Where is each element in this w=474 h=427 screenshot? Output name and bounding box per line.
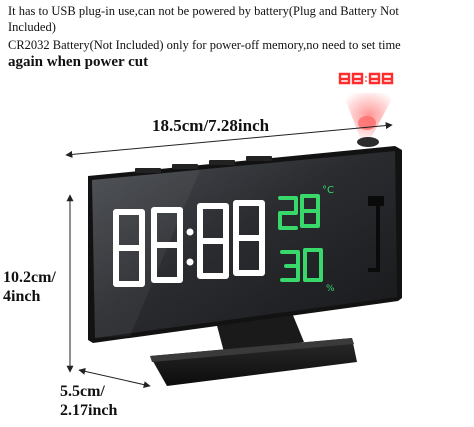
height-inch: 4inch <box>3 288 41 305</box>
top-buttons <box>135 156 272 173</box>
projector-arm <box>368 199 380 272</box>
projection-beam <box>343 93 395 138</box>
depth-cm: 5.5cm/ <box>60 383 105 400</box>
projection-group <box>338 72 395 147</box>
time-digits <box>113 200 265 287</box>
depth-dimension-label: 5.5cm/ 2.17inch <box>60 382 117 420</box>
temperature-unit: °C <box>322 185 334 196</box>
battery-note: CR2032 Battery(Not Included) only for po… <box>8 38 401 52</box>
projected-time-digits <box>338 72 394 85</box>
humidity-digits <box>280 248 323 282</box>
usb-power-note-line-1: It has to USB plug-in use,can not be pow… <box>8 4 399 18</box>
width-dimension-label: 18.5cm/7.28inch <box>152 116 270 135</box>
temperature-digits <box>278 194 320 230</box>
width-arrow <box>65 122 393 158</box>
power-cut-note: again when power cut <box>8 54 149 70</box>
height-cm: 10.2cm/ <box>3 269 56 286</box>
usb-power-note: It has to USB plug-in use,can not be pow… <box>8 3 399 35</box>
clock-body <box>88 146 402 343</box>
humidity-unit: % <box>326 284 335 294</box>
projector-lens <box>357 137 379 147</box>
depth-inch: 2.17inch <box>60 402 118 419</box>
usb-power-note-line-2: Included) <box>8 20 56 34</box>
depth-arrow <box>78 367 151 389</box>
height-dimension-label: 10.2cm/ 4inch <box>3 268 56 306</box>
